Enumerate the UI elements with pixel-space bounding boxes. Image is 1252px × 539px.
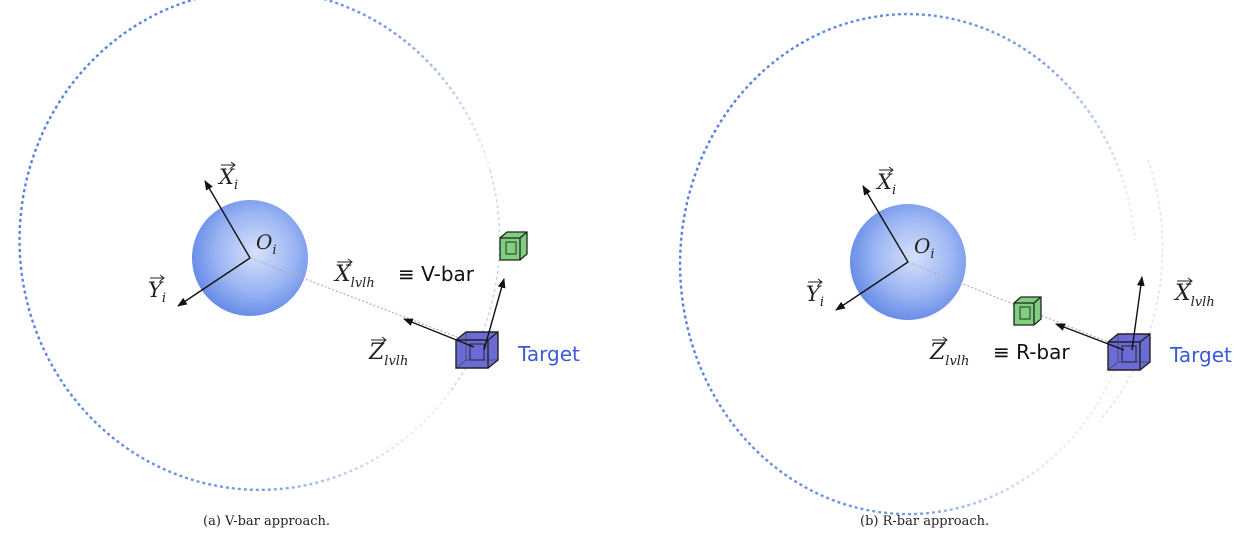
svg-text:≡ V-bar: ≡ V-bar: [398, 262, 475, 286]
zlvlh-label-b: Zlvlh ≡ R-bar: [929, 336, 1070, 369]
line-of-sight-a: [249, 257, 471, 343]
xi-label-a: Xi: [217, 161, 238, 193]
svg-text:Yi: Yi: [806, 282, 824, 310]
yi-label-a: Yi: [148, 274, 166, 306]
svg-text:Zlvlh: Zlvlh: [929, 340, 969, 369]
target-label-a: Target: [517, 342, 580, 366]
yi-axis-b: [835, 261, 909, 311]
xi-axis-b: [862, 185, 909, 263]
svg-text:Zlvlh: Zlvlh: [368, 340, 408, 369]
svg-text:Xlvlh: Xlvlh: [1173, 281, 1215, 310]
xi-label-b: Xi: [875, 166, 896, 198]
xlvlh-axis-a: [483, 278, 506, 351]
origin-label-b: Oi: [914, 234, 935, 262]
origin-label-a: Oi: [256, 230, 277, 258]
panel-b: Oi Xi Yi Xlvlh Zlvlh: [678, 12, 1232, 529]
caption-b: (b) R-bar approach.: [860, 514, 989, 529]
xlvlh-label-b: Xlvlh: [1173, 277, 1215, 310]
zlvlh-axis-a: [403, 318, 475, 348]
yi-label-b: Yi: [806, 278, 824, 310]
xi-axis-a: [204, 180, 251, 259]
xlvlh-label-a: Xlvlh ≡ V-bar: [333, 258, 475, 291]
svg-text:Xlvlh: Xlvlh: [333, 262, 375, 291]
target-cube-b: [1107, 333, 1151, 371]
zlvlh-label-a: Zlvlh: [368, 336, 408, 369]
caption-a: (a) V-bar approach.: [203, 514, 330, 529]
xlvlh-axis-b: [1131, 276, 1145, 351]
svg-text:Yi: Yi: [148, 278, 166, 306]
orbit-b: [678, 12, 1164, 516]
orbit-a: [18, 0, 501, 491]
target-label-b: Target: [1169, 343, 1232, 367]
svg-text:Xi: Xi: [875, 170, 896, 198]
chaser-cube-a: [499, 231, 528, 261]
line-of-sight-b: [907, 261, 1129, 351]
chaser-cube-b: [1013, 296, 1042, 326]
yi-axis-a: [177, 257, 251, 307]
svg-text:≡ R-bar: ≡ R-bar: [993, 340, 1070, 364]
target-cube-a: [455, 331, 499, 369]
panel-a: Oi Xi Yi Xlvlh ≡ V-bar: [18, 0, 580, 529]
zlvlh-axis-b: [1055, 323, 1125, 351]
svg-text:Xi: Xi: [217, 165, 238, 193]
